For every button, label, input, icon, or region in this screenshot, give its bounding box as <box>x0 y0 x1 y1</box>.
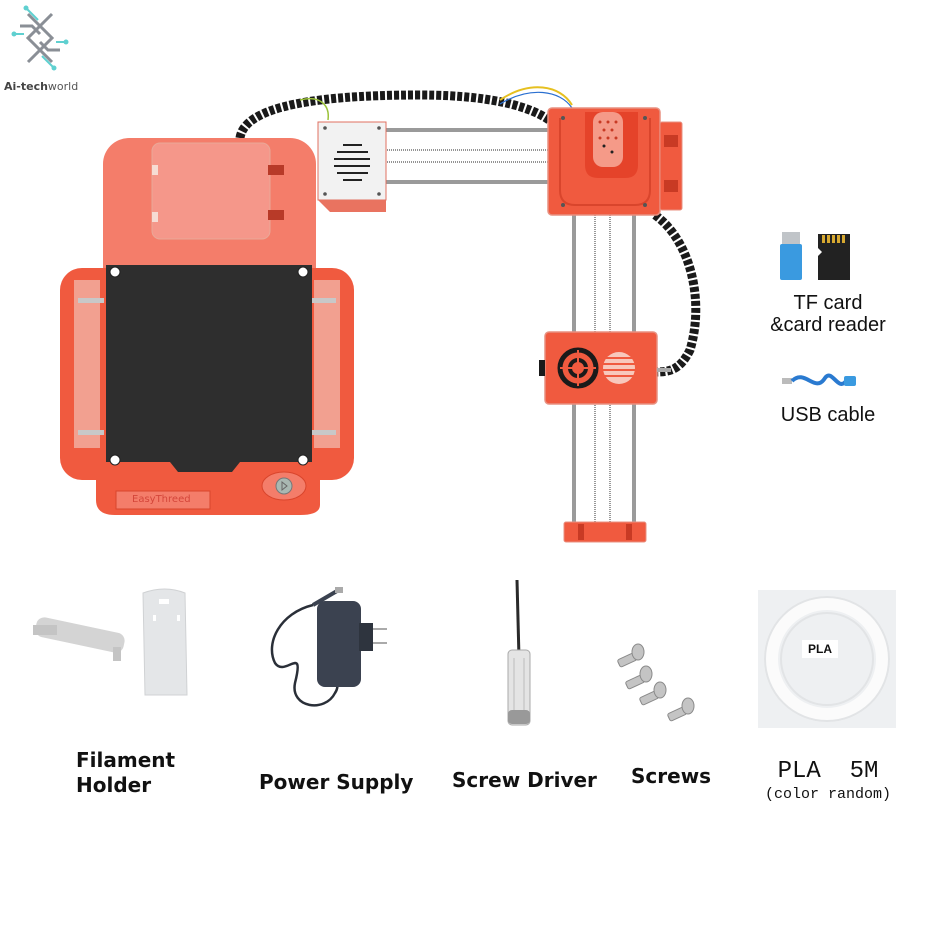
filament-holder-label: Filament Holder <box>76 748 176 797</box>
pla-filament-item: PLA <box>758 590 896 728</box>
power-supply-icon <box>270 587 387 707</box>
cable-chain-right <box>652 211 701 377</box>
usb-cable-label: USB cable <box>780 404 876 426</box>
z-carriage <box>539 331 671 405</box>
screws-label: Screws <box>631 764 712 788</box>
usb-cable-item: USB cable <box>760 360 900 430</box>
x-motor-housing <box>317 121 387 212</box>
cable-chain-top <box>235 90 559 146</box>
z-foot <box>563 521 647 543</box>
pla-filament-icon <box>764 596 890 722</box>
power-supply-label: Power Supply <box>259 770 414 794</box>
circuit-logo-icon <box>11 5 69 71</box>
pla-label: PLA 5M (color random) <box>764 758 892 803</box>
screwdriver-icon <box>507 579 531 726</box>
watermark-text: Ai-techworld <box>4 80 79 93</box>
watermark-logo: Ai-techworld <box>0 0 90 100</box>
screwdriver-label: Screw Driver <box>452 768 597 792</box>
usb-cable-icon <box>782 373 856 386</box>
tf-card-reader-icon <box>780 232 850 280</box>
screws-icon <box>617 643 695 722</box>
filament-holder-icon <box>33 588 188 696</box>
printer-illustration <box>60 86 701 543</box>
brand-plate: EasyThreed <box>132 494 191 505</box>
pla-tag: PLA <box>802 640 838 658</box>
extruder-block <box>547 107 683 216</box>
print-bed <box>106 265 312 472</box>
tf-card-label: TF card &card reader <box>770 292 886 336</box>
tf-card-reader-item: TF card &card reader <box>760 230 900 340</box>
